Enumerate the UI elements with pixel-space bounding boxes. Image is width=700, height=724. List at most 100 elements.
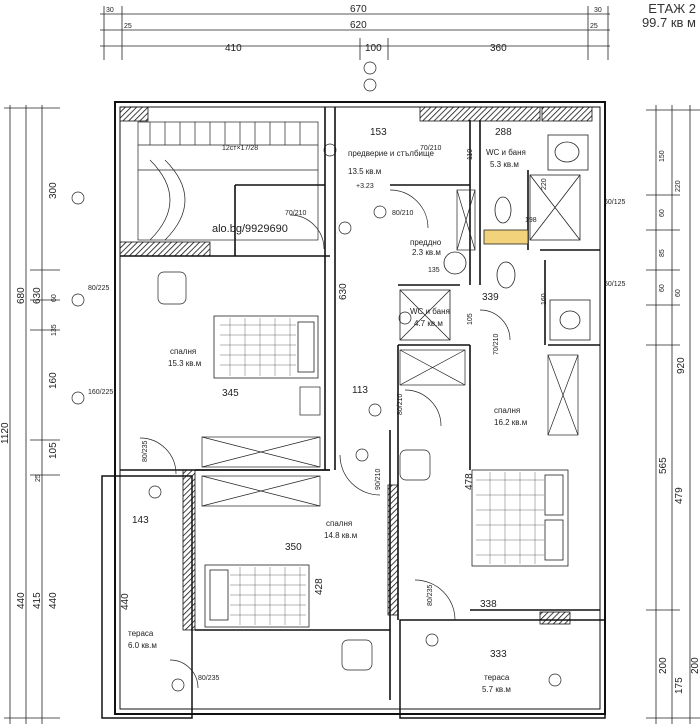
left-dim-680: 680 <box>16 287 27 304</box>
room-area-terrace2: 5.7 кв.м <box>482 685 511 694</box>
door-tag-6: 90/210 <box>375 468 382 490</box>
left-dim-135: 135 <box>51 324 58 336</box>
top-dim-small-b: 25 <box>124 23 132 30</box>
right-dimension-lines <box>646 105 700 724</box>
dim-198: 198 <box>525 217 537 224</box>
window-tag-3: 60/125 <box>604 199 626 206</box>
room-name-hall: преддно <box>410 238 442 247</box>
door-tag-3: 70/210 <box>285 210 307 217</box>
dim-105: 105 <box>467 313 474 325</box>
dim-345: 345 <box>222 388 239 399</box>
symbol-circles <box>71 61 562 692</box>
window-tag-6: 80/235 <box>427 584 434 606</box>
top-dim-670: 670 <box>350 4 367 15</box>
dim-135: 135 <box>428 267 440 274</box>
dim-143: 143 <box>132 515 149 526</box>
dim-333: 333 <box>490 649 507 660</box>
room-name-entrance: предверие и стълбище <box>348 149 434 158</box>
right-dim-85: 85 <box>659 249 666 257</box>
window-tag-7: 80/235 <box>198 675 220 682</box>
room-name-wc2: WC и баня <box>410 307 450 316</box>
left-dim-415: 415 <box>32 592 43 609</box>
right-dim-175: 175 <box>674 677 685 694</box>
door-tag-4: 70/210 <box>493 333 500 355</box>
beds <box>204 315 569 628</box>
room-labels: предверие и стълбище 13.5 кв.м WC и баня… <box>128 148 527 694</box>
stairs-label: 12ст×17/28 <box>222 145 258 152</box>
dim-339: 339 <box>482 292 499 303</box>
left-dim-630: 630 <box>32 287 43 304</box>
outer-walls <box>101 101 606 719</box>
room-name-bedroom2: спалня <box>494 406 520 415</box>
room-area-bedroom3: 14.8 кв.м <box>324 531 357 540</box>
right-dim-60a: 60 <box>659 209 666 217</box>
floor-label: ЕТАЖ 2 <box>648 1 696 16</box>
wardrobes <box>201 189 579 507</box>
top-dim-small-c: 30 <box>594 7 602 14</box>
dim-220: 220 <box>541 178 548 190</box>
dim-478: 478 <box>464 473 475 490</box>
door-tag-5: 80/210 <box>397 393 404 415</box>
hatched-walls <box>119 106 593 631</box>
dim-288: 288 <box>495 127 512 138</box>
room-area-wc1: 5.3 кв.м <box>490 160 519 169</box>
interior-walls <box>120 107 600 700</box>
right-dim-565: 565 <box>658 457 669 474</box>
bathroom-fixtures <box>399 134 591 341</box>
header: ЕТАЖ 2 99.7 кв м <box>642 2 696 30</box>
right-dim-200b: 200 <box>690 657 700 674</box>
room-area-terrace1: 6.0 кв.м <box>128 641 157 650</box>
watermark-text: alo.bg/9929690 <box>212 223 288 235</box>
dim-350: 350 <box>285 542 302 553</box>
top-dim-410: 410 <box>225 43 242 54</box>
dim-428: 428 <box>314 578 325 595</box>
right-dim-150: 150 <box>659 150 666 162</box>
area-label: 99.7 кв м <box>641 15 696 30</box>
top-dimension-lines <box>100 6 610 60</box>
room-name-terrace1: тераса <box>128 629 154 638</box>
room-area-bedroom2: 16.2 кв.м <box>494 418 527 427</box>
level-mark: +3.23 <box>356 183 374 190</box>
right-dim-220: 220 <box>675 180 682 192</box>
left-dim-1120: 1120 <box>0 422 11 444</box>
right-dim-60b: 60 <box>675 289 682 297</box>
dim-153: 153 <box>370 127 387 138</box>
room-name-bedroom3: спалня <box>326 519 352 528</box>
top-dim-360: 360 <box>490 43 507 54</box>
dim-440: 440 <box>120 593 131 610</box>
room-area-hall: 2.3 кв.м <box>412 248 441 257</box>
dim-160: 160 <box>541 293 548 305</box>
right-dim-60c: 60 <box>659 284 666 292</box>
left-dim-440b: 440 <box>48 592 59 609</box>
right-dim-200a: 200 <box>658 657 669 674</box>
room-area-entrance: 13.5 кв.м <box>348 167 381 176</box>
window-tag-1: 80/225 <box>88 285 110 292</box>
dim-110: 110 <box>467 149 474 160</box>
stairs <box>137 121 319 241</box>
room-name-terrace2: тераса <box>484 673 510 682</box>
room-area-wc2: 4.7 кв.м <box>414 319 443 328</box>
window-tag-5: 80/235 <box>142 440 149 462</box>
left-dim-105: 105 <box>48 442 59 459</box>
left-dim-300: 300 <box>48 182 59 199</box>
top-dim-small-a: 30 <box>106 7 114 14</box>
room-name-bedroom1: спалня <box>170 347 196 356</box>
top-dim-small-d: 25 <box>590 23 598 30</box>
dim-630: 630 <box>338 283 349 300</box>
top-dim-620: 620 <box>350 20 367 31</box>
left-dimension-lines <box>4 105 60 724</box>
left-dim-60: 60 <box>51 294 58 302</box>
window-tag-2: 160/225 <box>88 389 113 396</box>
dim-113: 113 <box>352 385 368 396</box>
bed-grids <box>220 318 544 625</box>
room-area-bedroom1: 15.3 кв.м <box>168 359 201 368</box>
left-dim-440a: 440 <box>16 592 27 609</box>
right-dim-479: 479 <box>674 487 685 504</box>
doors <box>139 189 511 689</box>
door-tag-1: 70/210 <box>420 145 442 152</box>
left-dim-160: 160 <box>48 372 59 389</box>
top-dim-100: 100 <box>365 43 382 54</box>
door-tag-2: 80/210 <box>392 210 414 217</box>
furniture <box>157 271 431 671</box>
